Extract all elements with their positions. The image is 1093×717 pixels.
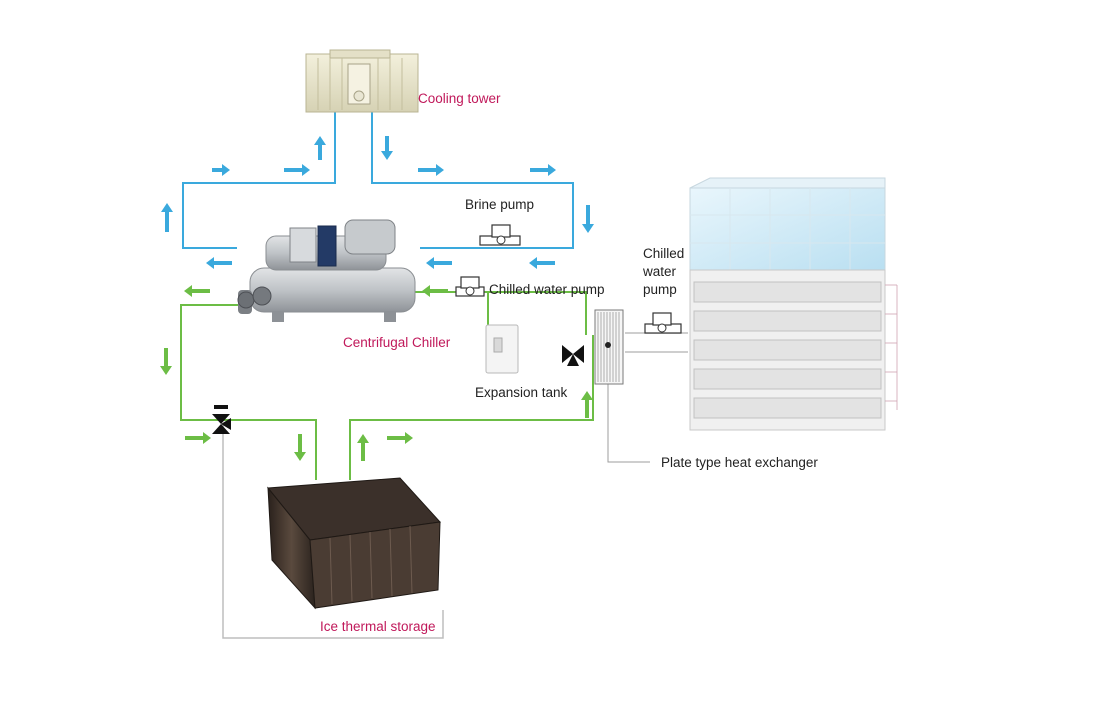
ice-thermal-storage-tank [267, 477, 442, 610]
building [689, 177, 898, 431]
arrow-icon [529, 257, 555, 269]
arrow-icon [581, 391, 593, 418]
arrow-icon [426, 257, 452, 269]
arrow-icon [418, 164, 444, 176]
cooling-tower-label: Cooling tower [418, 91, 501, 106]
brine-pipe-left [182, 110, 336, 249]
cooling-tower [305, 49, 419, 113]
three-way-valve-icon [212, 405, 231, 434]
plate-heat-exchanger-label: Plate type heat exchanger [661, 455, 818, 470]
arrow-icon [314, 136, 326, 160]
chilled-water-pump-icon [455, 276, 485, 297]
brine-pipe-right [371, 110, 574, 249]
brine-pump-label: Brine pump [465, 197, 534, 212]
plate-heat-exchanger [594, 309, 624, 385]
three-way-valve-icon [562, 345, 584, 366]
chilled-flow-arrows [160, 285, 593, 461]
arrow-icon [582, 205, 594, 233]
chilled-water-pump-label: Chilled water pump [489, 282, 605, 297]
expansion-tank [485, 324, 519, 374]
arrow-icon [161, 203, 173, 232]
building-chilled-water-pump-icon [644, 312, 682, 334]
centrifugal-chiller-label: Centrifugal Chiller [343, 335, 451, 350]
arrow-icon [284, 164, 310, 176]
arrow-icon [160, 348, 172, 375]
bypass-line [222, 425, 444, 639]
brine-flow-arrows [161, 136, 594, 269]
chilled-pipe-return [349, 335, 594, 480]
arrow-icon [212, 164, 230, 176]
arrow-icon [294, 434, 306, 461]
chilled-pipe-chiller-out [180, 304, 317, 480]
arrow-icon [422, 285, 448, 297]
arrow-icon [381, 136, 393, 160]
arrow-icon [206, 257, 232, 269]
arrow-icon [185, 432, 211, 444]
arrow-icon [530, 164, 556, 176]
brine-loop [182, 110, 574, 249]
building-pump-label-line-3: pump [643, 282, 677, 297]
arrow-icon [357, 434, 369, 461]
brine-pump-icon [479, 224, 521, 246]
arrow-icon [184, 285, 210, 297]
arrow-icon [387, 432, 413, 444]
building-pump-label-line-2: water [642, 264, 677, 279]
ice-thermal-storage-label: Ice thermal storage [320, 619, 436, 634]
building-pump-label-line-1: Chilled [643, 246, 684, 261]
centrifugal-chiller [237, 219, 416, 322]
expansion-tank-label: Expansion tank [475, 385, 568, 400]
